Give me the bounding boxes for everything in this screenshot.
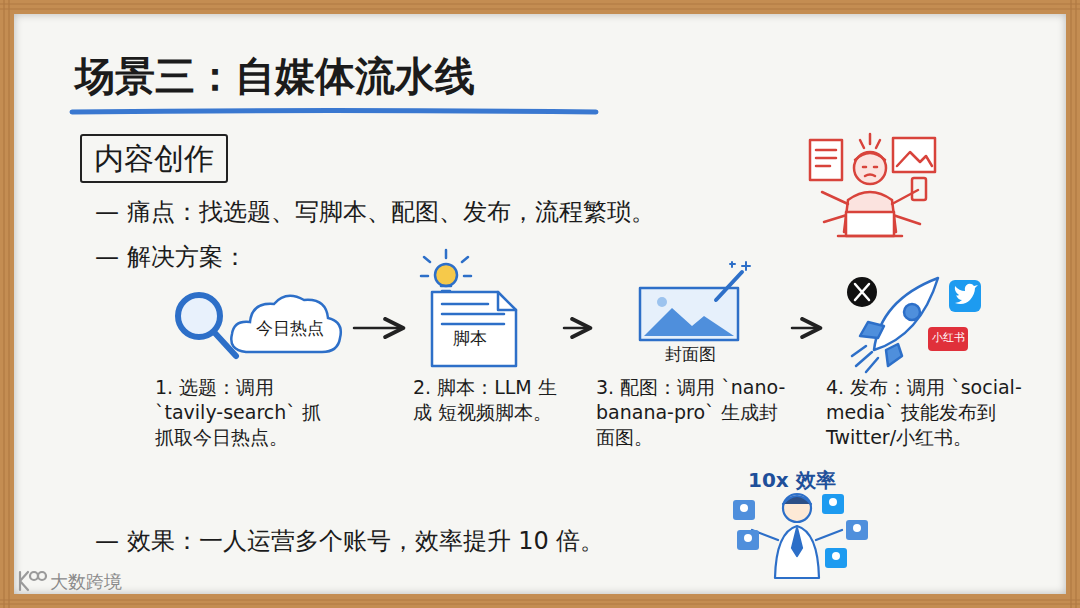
step-caption: 3. 配图：调用 `nano-banana-pro` 生成封面图。 [596, 375, 788, 450]
flow-arrow [354, 327, 401, 330]
result-line: — 效果：一人运营多个账号，效率提升 10 倍。 [95, 526, 604, 557]
section-box: 内容创作 [80, 134, 228, 183]
icon-label: 封面图 [650, 343, 730, 365]
platform-badge: 小红书 [928, 327, 968, 351]
step-caption: 4. 发布：调用 `social-media` 技能发布到 Twitter/小红… [826, 375, 1026, 450]
step-caption: 2. 脚本：LLM 生成 短视频脚本。 [413, 375, 558, 425]
step-caption: 1. 选题：调用 `tavily-search` 抓 抓取今日热点。 [155, 375, 345, 450]
icon-label: 今日热点 [247, 317, 333, 339]
slide-title: 场景三：自媒体流水线 [75, 50, 475, 102]
solution-heading: — 解决方案： [95, 242, 247, 273]
pain-point: — 痛点：找选题、写脚本、配图、发布，流程繁琐。 [95, 197, 655, 228]
flow-arrow [564, 327, 588, 330]
watermark: 大数跨境 [50, 570, 122, 593]
step-column: 脚本 2. 脚本：LLM 生成 短视频脚本。 [405, 255, 560, 428]
efficiency-tag: 10x 效率 [748, 467, 836, 493]
step-column: 封面图 3. 配图：调用 `nano-banana-pro` 生成封面图。 [592, 255, 788, 453]
icon-label: 脚本 [445, 327, 495, 349]
flow-arrow [792, 327, 818, 330]
badge-label: 小红书 [928, 331, 968, 345]
section-label: 内容创作 [94, 139, 214, 178]
step-column: 4. 发布：调用 `social-media` 技能发布到 Twitter/小红… [822, 255, 1032, 453]
step-column: 今日热点 1. 选题：调用 `tavily-search` 抓 抓取今日热点。 [150, 255, 350, 453]
